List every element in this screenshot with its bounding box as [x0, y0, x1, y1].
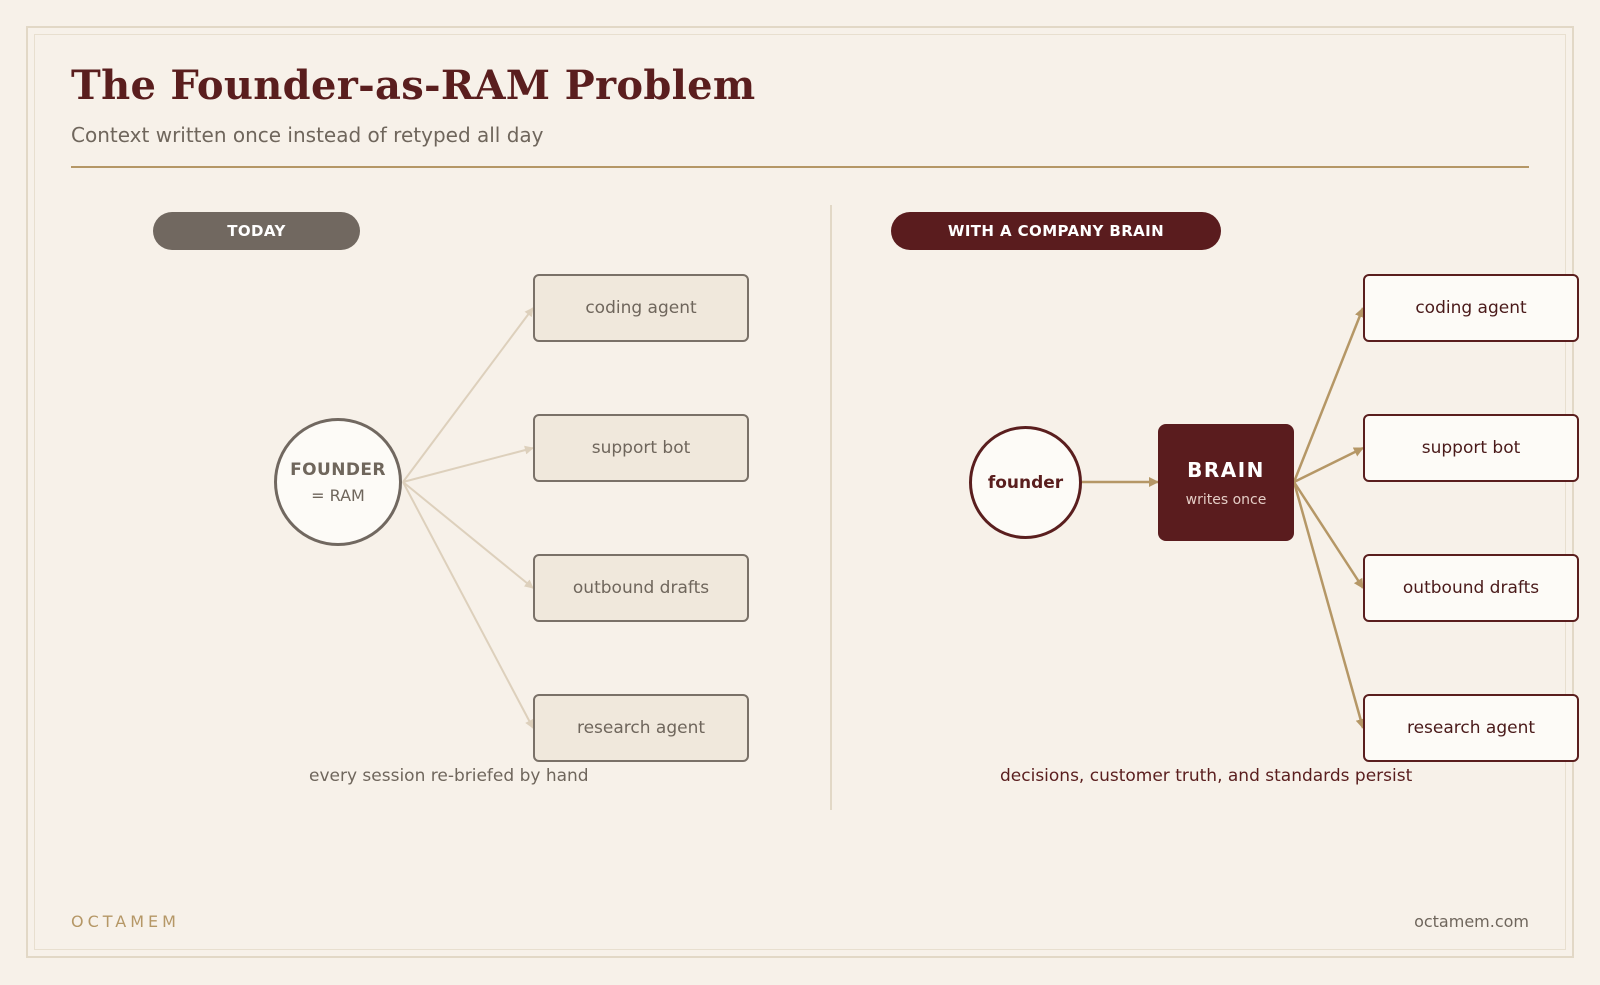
arrow-to-support-bot-right: [1293, 446, 1364, 484]
founder-node: founder: [969, 426, 1082, 539]
founder-ram-subtitle: = RAM: [311, 485, 365, 505]
arrow-to-research-agent-left: [402, 481, 534, 729]
page-subtitle: Context written once instead of retyped …: [71, 123, 544, 147]
outer-frame: [26, 26, 1574, 958]
arrow-to-outbound-drafts-right: [1292, 481, 1365, 589]
brain-title: BRAIN: [1187, 457, 1265, 482]
right-target-outbound-drafts: outbound drafts: [1363, 554, 1579, 622]
left-target-research-agent: research agent: [533, 694, 749, 762]
right-target-support-bot: support bot: [1363, 414, 1579, 482]
arrow-to-coding-agent-right: [1292, 307, 1365, 483]
left-target-coding-agent: coding agent: [533, 274, 749, 342]
right-caption: decisions, customer truth, and standards…: [1000, 766, 1413, 786]
brain-subtitle: writes once: [1185, 491, 1267, 508]
founder-ram-node: FOUNDER = RAM: [274, 418, 402, 546]
left-target-outbound-drafts: outbound drafts: [533, 554, 749, 622]
arrow-to-outbound-drafts-left: [402, 481, 534, 589]
arrow-to-research-agent-right: [1292, 481, 1366, 729]
company-brain-badge: WITH A COMPANY BRAIN: [891, 212, 1221, 250]
footer-url[interactable]: octamem.com: [1414, 912, 1529, 931]
brain-node: BRAIN writes once: [1158, 424, 1294, 541]
left-caption: every session re-briefed by hand: [309, 766, 589, 786]
inner-frame: [34, 34, 1566, 950]
header-rule: [71, 166, 1529, 168]
left-target-support-bot: support bot: [533, 414, 749, 482]
founder-ram-title: FOUNDER: [290, 459, 386, 480]
brand-logo: OCTAMEM: [71, 912, 180, 931]
right-arrows: [1082, 307, 1366, 729]
left-arrows: [402, 307, 534, 729]
panel-divider: [830, 205, 832, 810]
page-title: The Founder-as-RAM Problem: [71, 62, 756, 109]
arrow-to-coding-agent-left: [402, 307, 534, 483]
right-target-coding-agent: coding agent: [1363, 274, 1579, 342]
arrow-to-support-bot-left: [402, 445, 534, 483]
today-badge: TODAY: [153, 212, 360, 250]
right-target-research-agent: research agent: [1363, 694, 1579, 762]
